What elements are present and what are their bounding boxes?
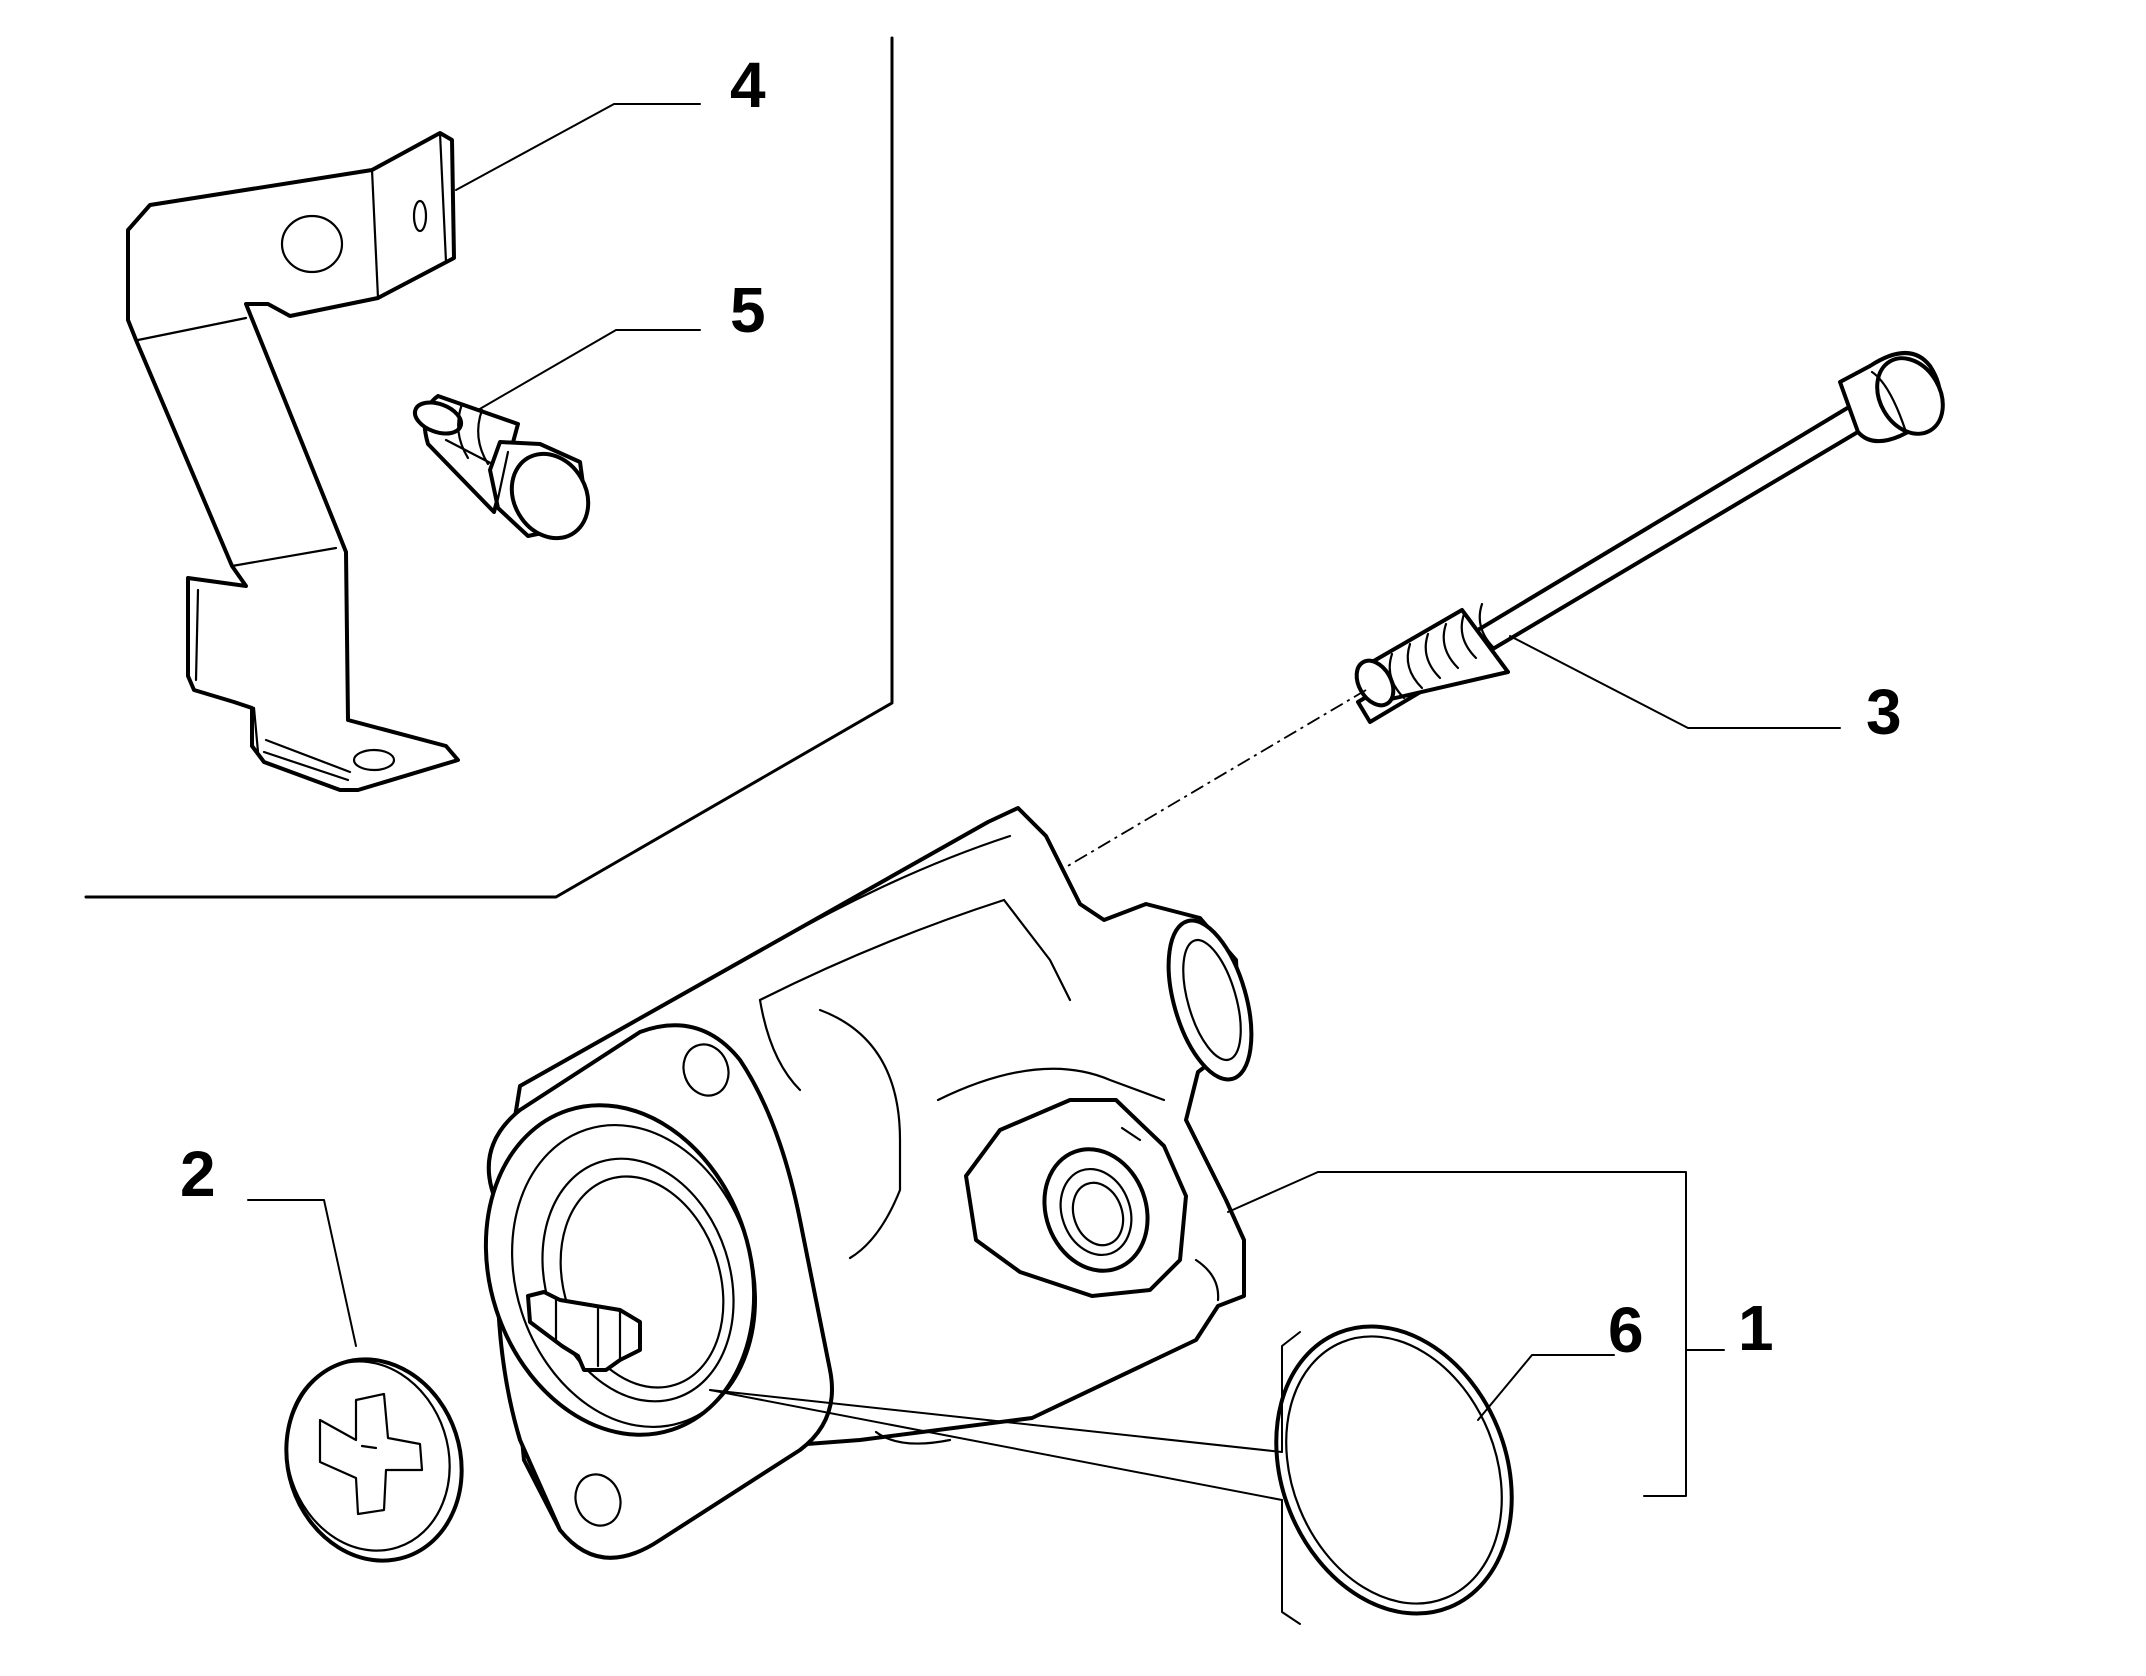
callout-2: 2 bbox=[180, 1138, 216, 1210]
part-5-screw bbox=[412, 394, 591, 541]
part-1-pump bbox=[483, 806, 1254, 1560]
leader-lines bbox=[247, 103, 1841, 1625]
callout-6: 6 bbox=[1608, 1294, 1644, 1366]
part-2-cap bbox=[284, 1357, 464, 1563]
callout-4: 4 bbox=[730, 49, 766, 121]
callout-3: 3 bbox=[1866, 676, 1902, 748]
part-3-bolt bbox=[1354, 351, 1945, 724]
callout-5: 5 bbox=[730, 274, 766, 346]
callout-1: 1 bbox=[1738, 1292, 1774, 1364]
part-6-seal-ring bbox=[1274, 1324, 1514, 1616]
inset-frame bbox=[84, 36, 894, 899]
part-4-bracket bbox=[126, 131, 460, 792]
